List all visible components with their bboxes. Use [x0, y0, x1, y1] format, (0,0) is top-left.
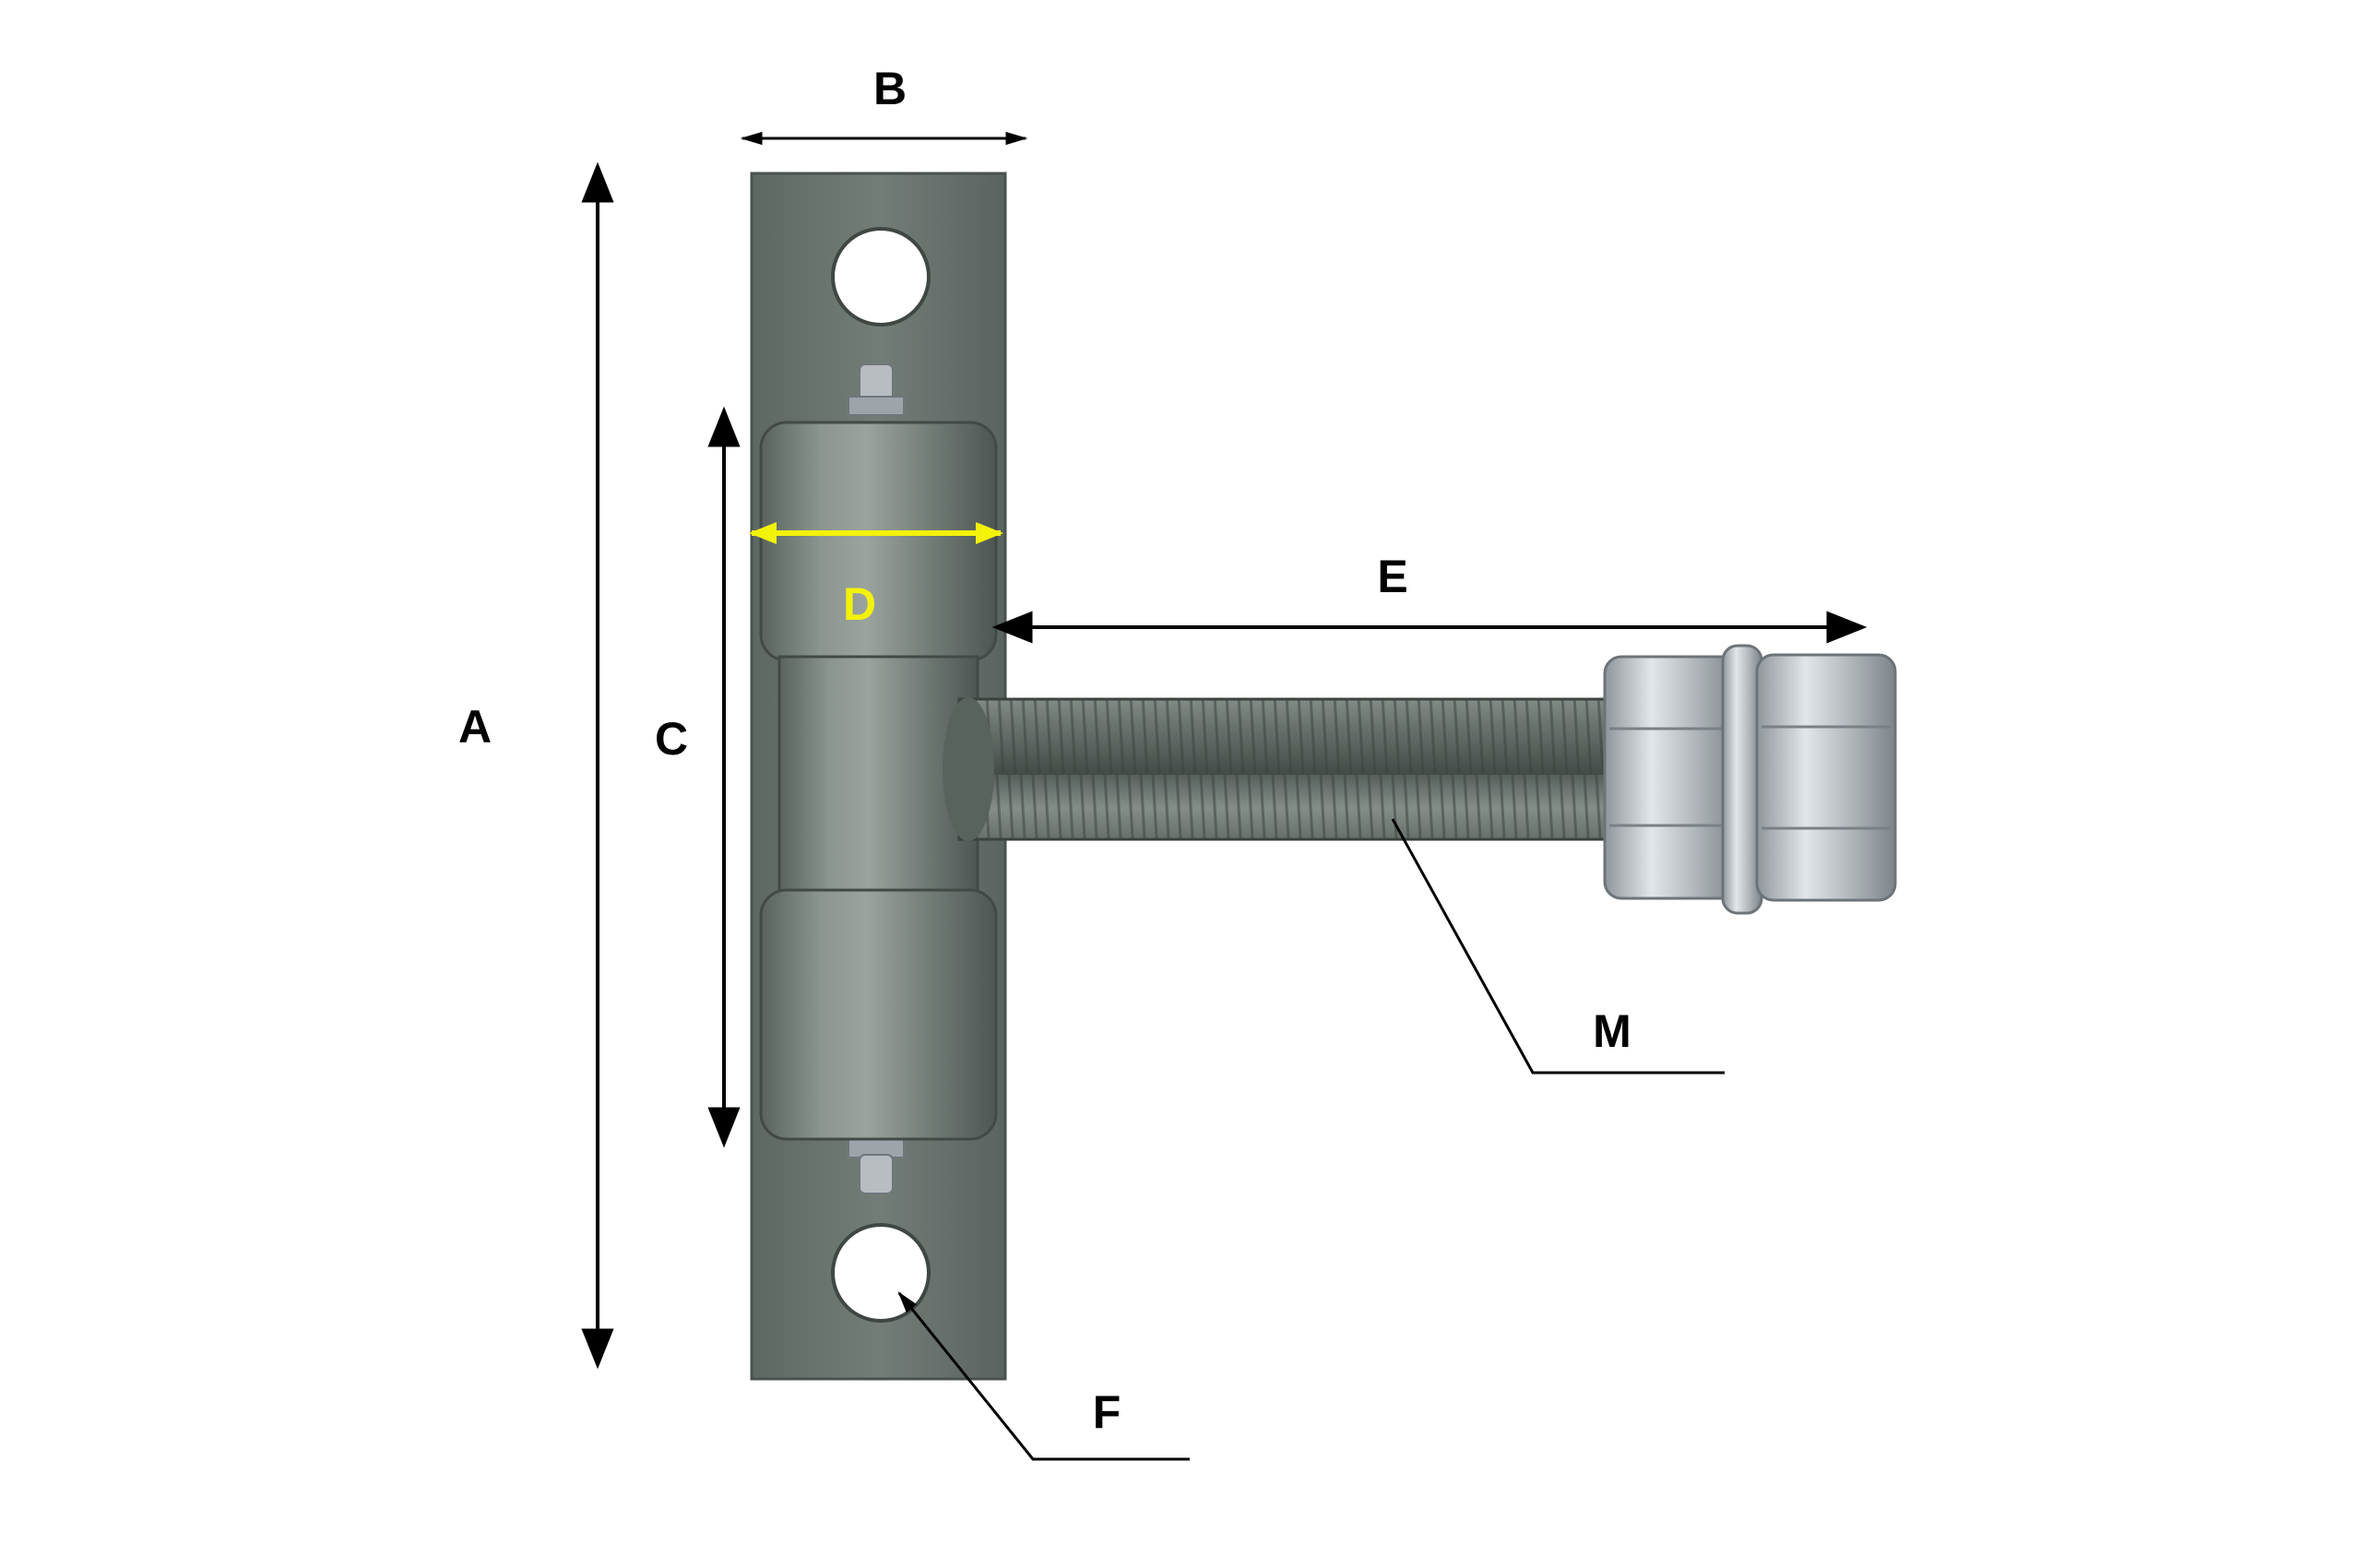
- label-d: D: [843, 578, 876, 630]
- leader-line-f: [897, 1291, 1190, 1461]
- label-e: E: [1377, 551, 1407, 602]
- mounting-hole-bottom: [831, 1223, 931, 1323]
- label-c: C: [655, 713, 688, 765]
- label-a: A: [458, 701, 492, 753]
- leader-line-m: [1391, 818, 1725, 1075]
- barrel-lower: [759, 888, 998, 1141]
- hex-nut-inner: [1603, 655, 1740, 900]
- mounting-hole-top: [831, 227, 931, 327]
- grease-nipple-top: [848, 363, 905, 416]
- hex-nut-outer: [1755, 653, 1897, 902]
- barrel-upper: [759, 421, 998, 662]
- threaded-bolt: [957, 697, 1625, 841]
- label-f: F: [1093, 1386, 1121, 1438]
- label-b: B: [873, 63, 907, 114]
- hinge-illustration: [750, 172, 1897, 1381]
- bolt-root: [943, 697, 994, 841]
- label-m: M: [1593, 1005, 1631, 1057]
